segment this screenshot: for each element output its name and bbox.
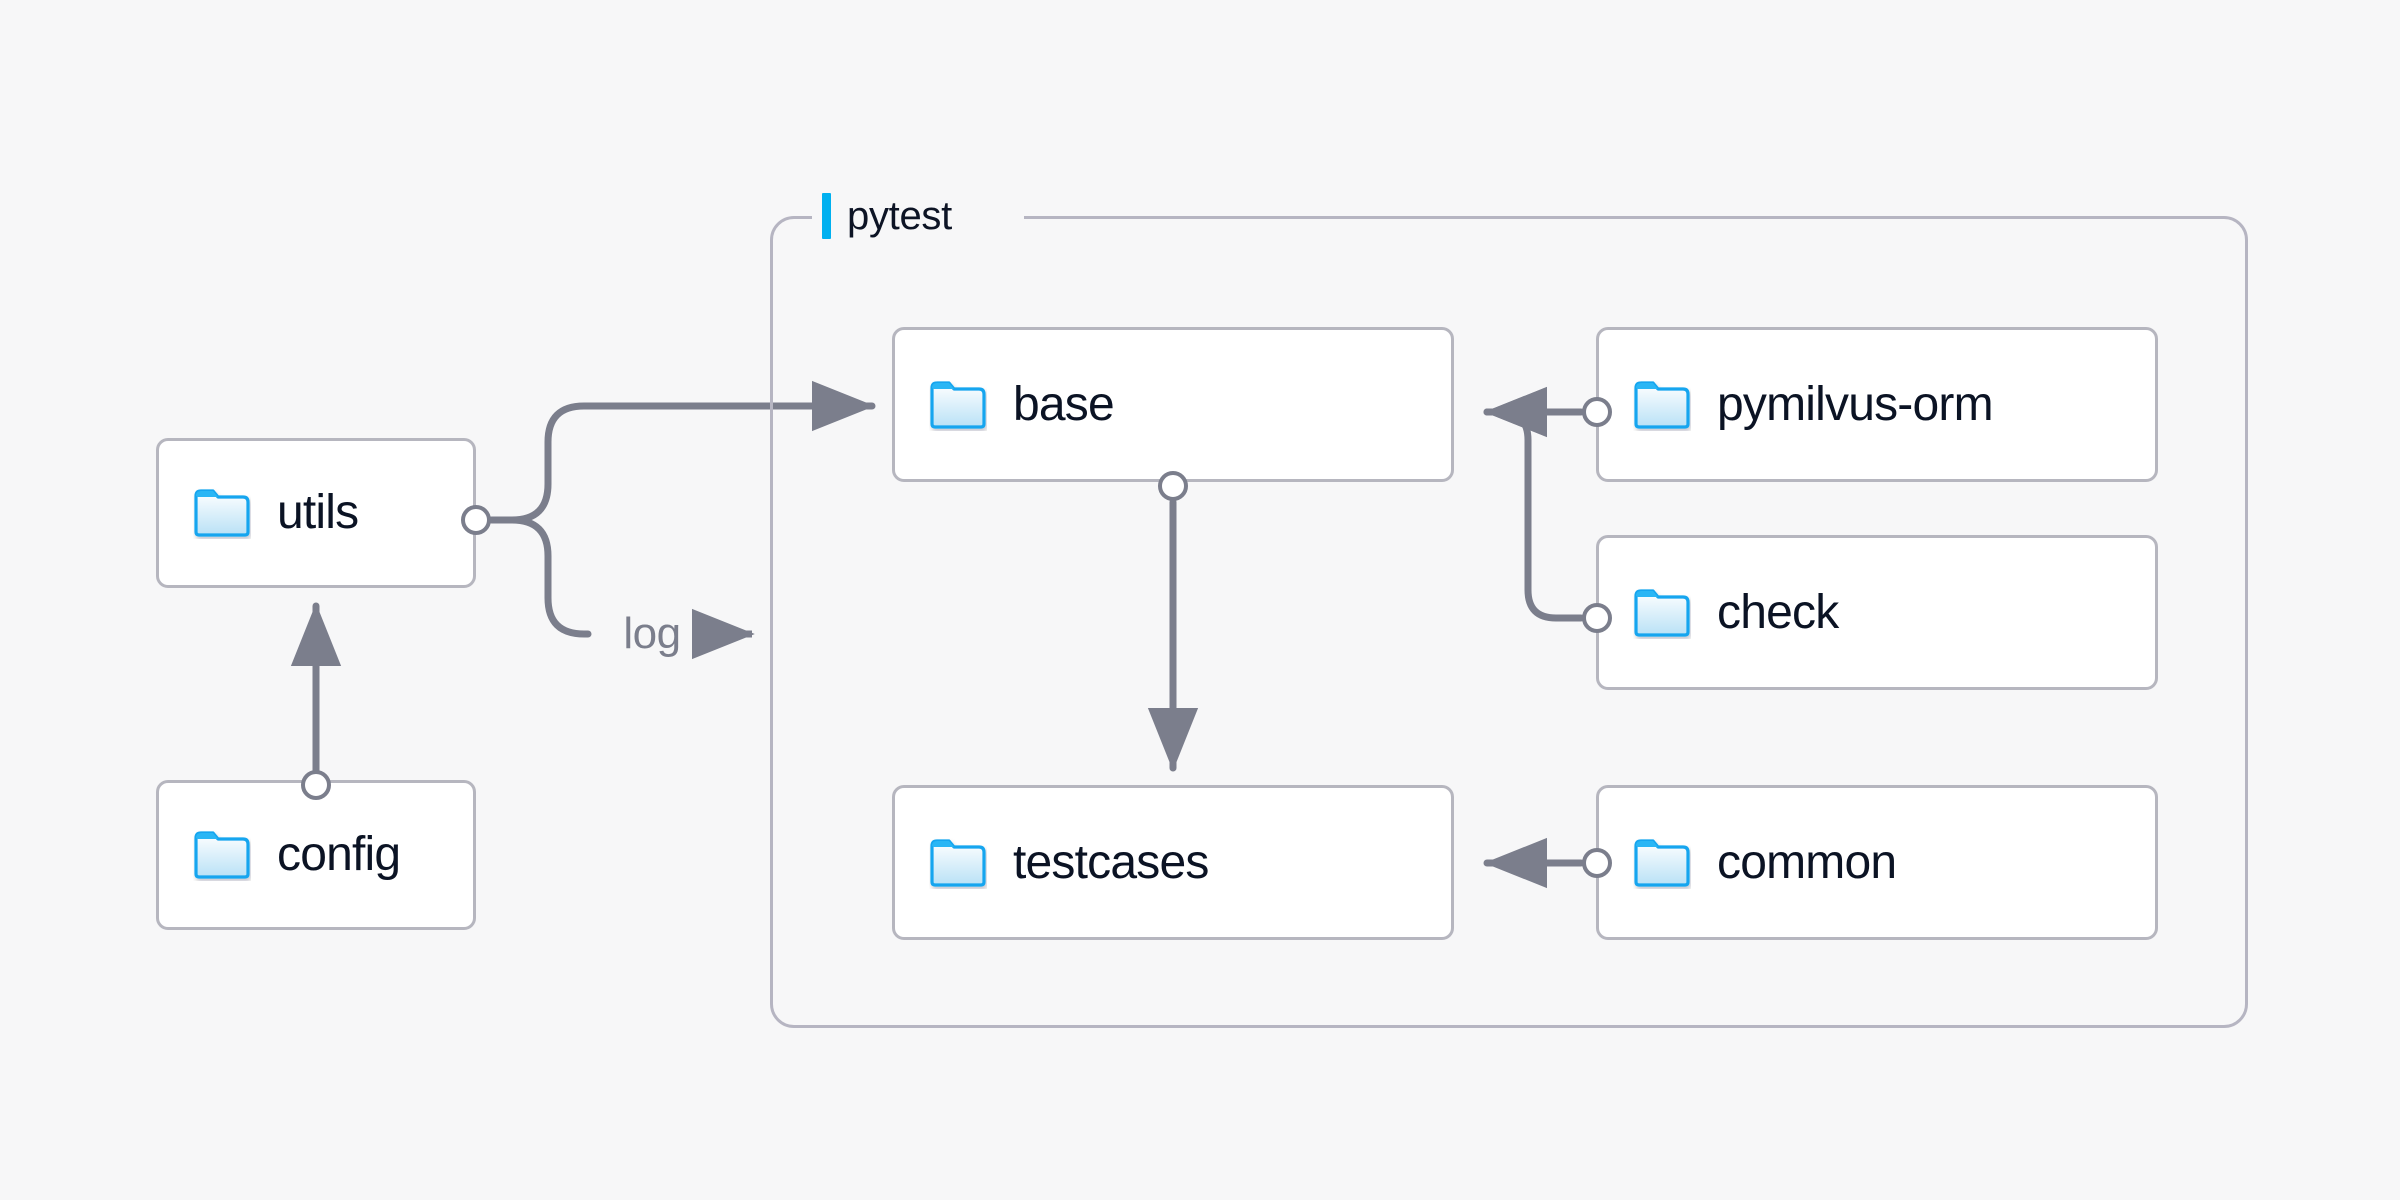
port-check-left[interactable] <box>1582 603 1612 633</box>
group-label-pytest: pytest <box>822 190 952 242</box>
node-label-base: base <box>1013 377 1115 431</box>
folder-icon <box>194 831 250 879</box>
folder-icon <box>194 489 250 537</box>
node-label-utils: utils <box>277 486 359 539</box>
node-label-config: config <box>277 828 401 881</box>
port-common-left[interactable] <box>1582 848 1612 878</box>
node-pymilvus-orm[interactable]: pymilvus-orm <box>1596 327 2158 482</box>
group-label-backdrop <box>812 205 1024 231</box>
accent-bar-icon <box>822 193 831 239</box>
port-base-bottom[interactable] <box>1158 471 1188 501</box>
folder-icon <box>1634 838 1690 887</box>
folder-icon <box>930 380 986 429</box>
group-container-pytest[interactable] <box>770 216 2248 1028</box>
port-utils-right[interactable] <box>461 505 491 535</box>
node-base[interactable]: base <box>892 327 1454 482</box>
node-common[interactable]: common <box>1596 785 2158 940</box>
port-pymilvus-orm-left[interactable] <box>1582 397 1612 427</box>
node-label-common: common <box>1717 835 1897 889</box>
node-check[interactable]: check <box>1596 535 2158 690</box>
port-config-top[interactable] <box>301 770 331 800</box>
folder-icon <box>1634 380 1690 429</box>
node-testcases[interactable]: testcases <box>892 785 1454 940</box>
node-label-testcases: testcases <box>1013 835 1209 889</box>
group-title-text: pytest <box>847 193 952 238</box>
edge-utils-to-log <box>488 516 592 638</box>
edge-label-log: log <box>623 609 681 658</box>
node-label-check: check <box>1717 585 1839 639</box>
folder-icon <box>1634 588 1690 637</box>
node-label-pymilvus-orm: pymilvus-orm <box>1717 377 1994 431</box>
folder-icon <box>930 838 986 887</box>
node-config[interactable]: config <box>156 780 476 930</box>
node-utils[interactable]: utils <box>156 438 476 588</box>
